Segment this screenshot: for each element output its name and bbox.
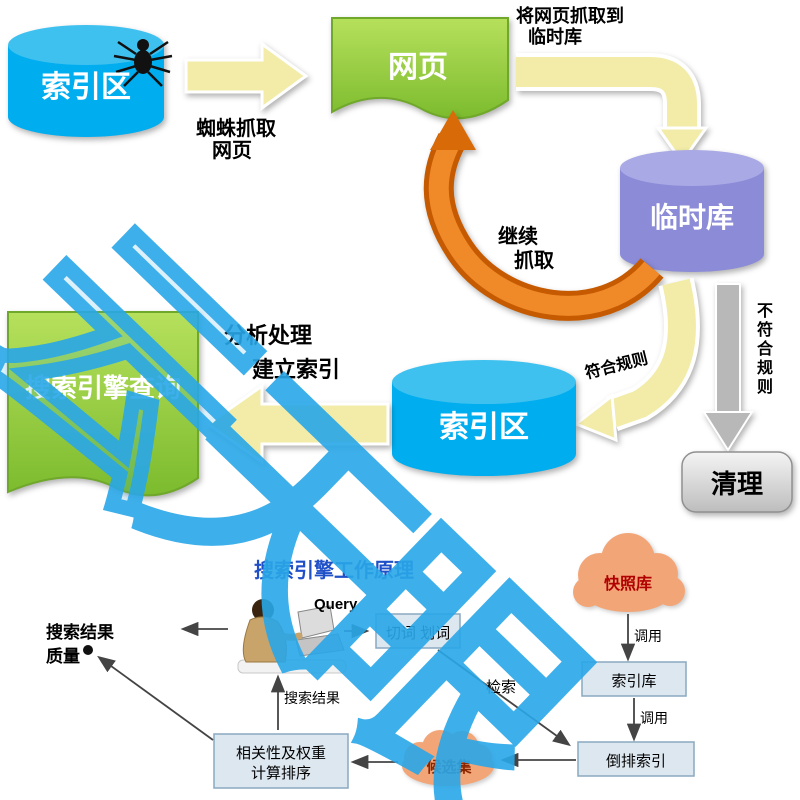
recrawl-arrow <box>423 110 664 321</box>
call-label-1: 调用 <box>634 628 662 644</box>
result-label: 搜索结果 <box>284 690 340 706</box>
match-arrow <box>573 277 700 443</box>
call-label-2: 调用 <box>640 710 668 726</box>
rank-box-line1: 相关性及权重 <box>235 745 326 762</box>
inverted-index-label: 倒排索引 <box>605 753 666 770</box>
query-text-label: Query <box>314 596 358 613</box>
index-store-box <box>581 661 687 697</box>
to-tempdb-arrow <box>516 53 709 165</box>
rank-box-line2: 计算排序 <box>250 765 311 782</box>
segment-box <box>375 613 461 649</box>
nomatch-arrow <box>702 283 754 452</box>
query-doc-label: 搜索引擎查询 <box>24 373 181 403</box>
index-db-label: 索引区 <box>41 71 131 104</box>
snapshot-cloud-label: 快照库 <box>603 576 652 593</box>
rank-box <box>213 733 349 789</box>
clean-label: 清理 <box>710 469 763 499</box>
note-index-line2: 建立索引 <box>252 357 341 382</box>
note-index-line1: 分析处理 <box>224 323 313 348</box>
flow-connectors <box>97 614 642 770</box>
webpage-label: 网页 <box>388 51 448 84</box>
retrieve-arrow <box>437 649 571 747</box>
rank-to-quality-arrow <box>97 655 214 741</box>
quality-line2: 质量 <box>46 647 80 666</box>
index-db2-cylinder <box>392 360 576 476</box>
crawl-arrow <box>184 41 309 111</box>
candidate-set-label: 候选集 <box>426 759 472 776</box>
note-totemp-line1: 将网页抓取到 <box>516 6 624 26</box>
quality-line1: 搜索结果 <box>46 623 114 642</box>
note-recrawl-line2: 抓取 <box>514 250 554 272</box>
temp-db-cylinder <box>620 150 764 272</box>
webpage-doc <box>331 17 509 120</box>
note-crawl-line1: 蜘蛛抓取 <box>196 118 276 140</box>
segment-box-label: 切词 划词 <box>385 625 451 642</box>
query-arrow <box>205 383 390 465</box>
index-db2-label: 索引区 <box>439 411 529 444</box>
bottom-heading: 搜索引擎工作原理 <box>254 560 414 582</box>
note-recrawl-line1: 继续 <box>498 226 538 248</box>
inverted-index-box <box>577 741 695 777</box>
candidate-cloud <box>402 730 494 786</box>
temp-db-label: 临时库 <box>649 202 734 233</box>
clean-box <box>681 451 793 513</box>
quality-dot <box>83 645 93 655</box>
note-crawl-line2: 网页 <box>212 140 252 162</box>
snapshot-cloud <box>573 533 685 612</box>
query-doc <box>7 311 199 497</box>
spider-icon <box>113 39 173 87</box>
note-totemp-line2: 临时库 <box>528 27 582 47</box>
note-nomatch: 不符合规则 <box>754 302 771 397</box>
person-at-computer-icon <box>237 599 347 674</box>
index-store-label: 索引库 <box>611 673 657 690</box>
retrieve-label: 检索 <box>486 679 517 696</box>
